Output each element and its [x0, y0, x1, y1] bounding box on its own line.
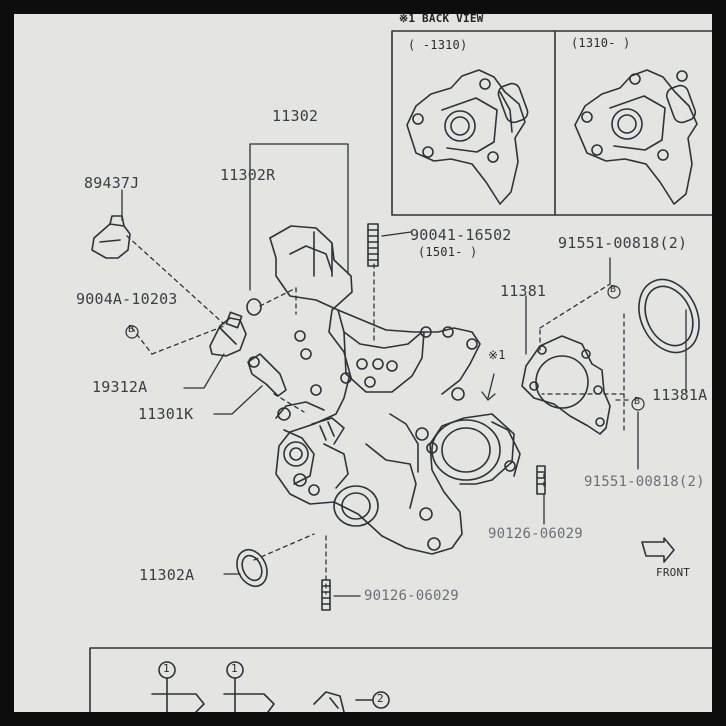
part-label-91551-00818-bottom[interactable]: 91551-00818(2) [584, 474, 705, 490]
note-arrow [481, 373, 496, 401]
parts-diagram-sheet: ※1 BACK VIEW ( -1310) (1310- ) 11302 113… [14, 14, 712, 712]
part-label-11301K[interactable]: 11301K [138, 405, 194, 423]
exploded-parts-drawing [89, 30, 712, 712]
note-ref-marker: ※1 [488, 348, 506, 362]
callout-1a: 1 [163, 662, 170, 675]
o-ring-drawing [246, 298, 262, 316]
part-label-9004A-10203[interactable]: 9004A-10203 [76, 290, 178, 308]
sensor-89437J-drawing [91, 215, 131, 259]
stud-bolt-drawing [367, 223, 379, 267]
callout-2: 2 [377, 692, 384, 705]
back-view-inset [391, 30, 712, 216]
part-label-90126-06029-bottom[interactable]: 90126-06029 [364, 588, 459, 604]
timing-cover-body [269, 225, 521, 555]
front-arrow-icon [641, 537, 675, 563]
b-marker-top: B [610, 284, 617, 295]
part-label-11302R[interactable]: 11302R [220, 166, 276, 184]
part-label-19312A[interactable]: 19312A [92, 378, 148, 396]
part-label-91551-00818-top[interactable]: 91551-00818(2) [558, 234, 688, 252]
sensor-11301K-drawing [247, 353, 287, 397]
sensor-19312A-drawing [209, 311, 247, 357]
lower-sub-panel [89, 647, 712, 712]
part-label-11381A[interactable]: 11381A [652, 386, 708, 404]
part-label-11302[interactable]: 11302 [272, 107, 319, 125]
part-label-11381[interactable]: 11381 [500, 282, 547, 300]
leader-lines [121, 143, 687, 597]
back-view-left-range: ( -1310) [408, 38, 468, 52]
bolt-90126-right-drawing [536, 465, 546, 495]
b-marker-left: B [128, 324, 135, 335]
assembly-dashed-lines [126, 235, 633, 595]
callout-1b: 1 [231, 662, 238, 675]
part-label-11302A[interactable]: 11302A [139, 566, 195, 584]
front-label: FRONT [656, 566, 691, 579]
b-marker-bottom: B [634, 396, 641, 407]
oil-seal-11302A-drawing [236, 548, 268, 588]
part-label-90041-16502[interactable]: 90041-16502 [410, 226, 512, 244]
part-range-90041: (1501- ) [418, 245, 478, 259]
bolt-90126-bottom-drawing [321, 579, 331, 611]
back-view-title: ※1 BACK VIEW [399, 14, 484, 25]
oil-seal-11381A-drawing [638, 278, 700, 354]
part-label-89437J[interactable]: 89437J [84, 174, 140, 192]
part-label-90126-06029-right[interactable]: 90126-06029 [488, 526, 583, 542]
gasket-11381-drawing [521, 335, 611, 435]
back-view-right-range: (1310- ) [571, 36, 631, 50]
b-marker-circles [125, 285, 645, 411]
